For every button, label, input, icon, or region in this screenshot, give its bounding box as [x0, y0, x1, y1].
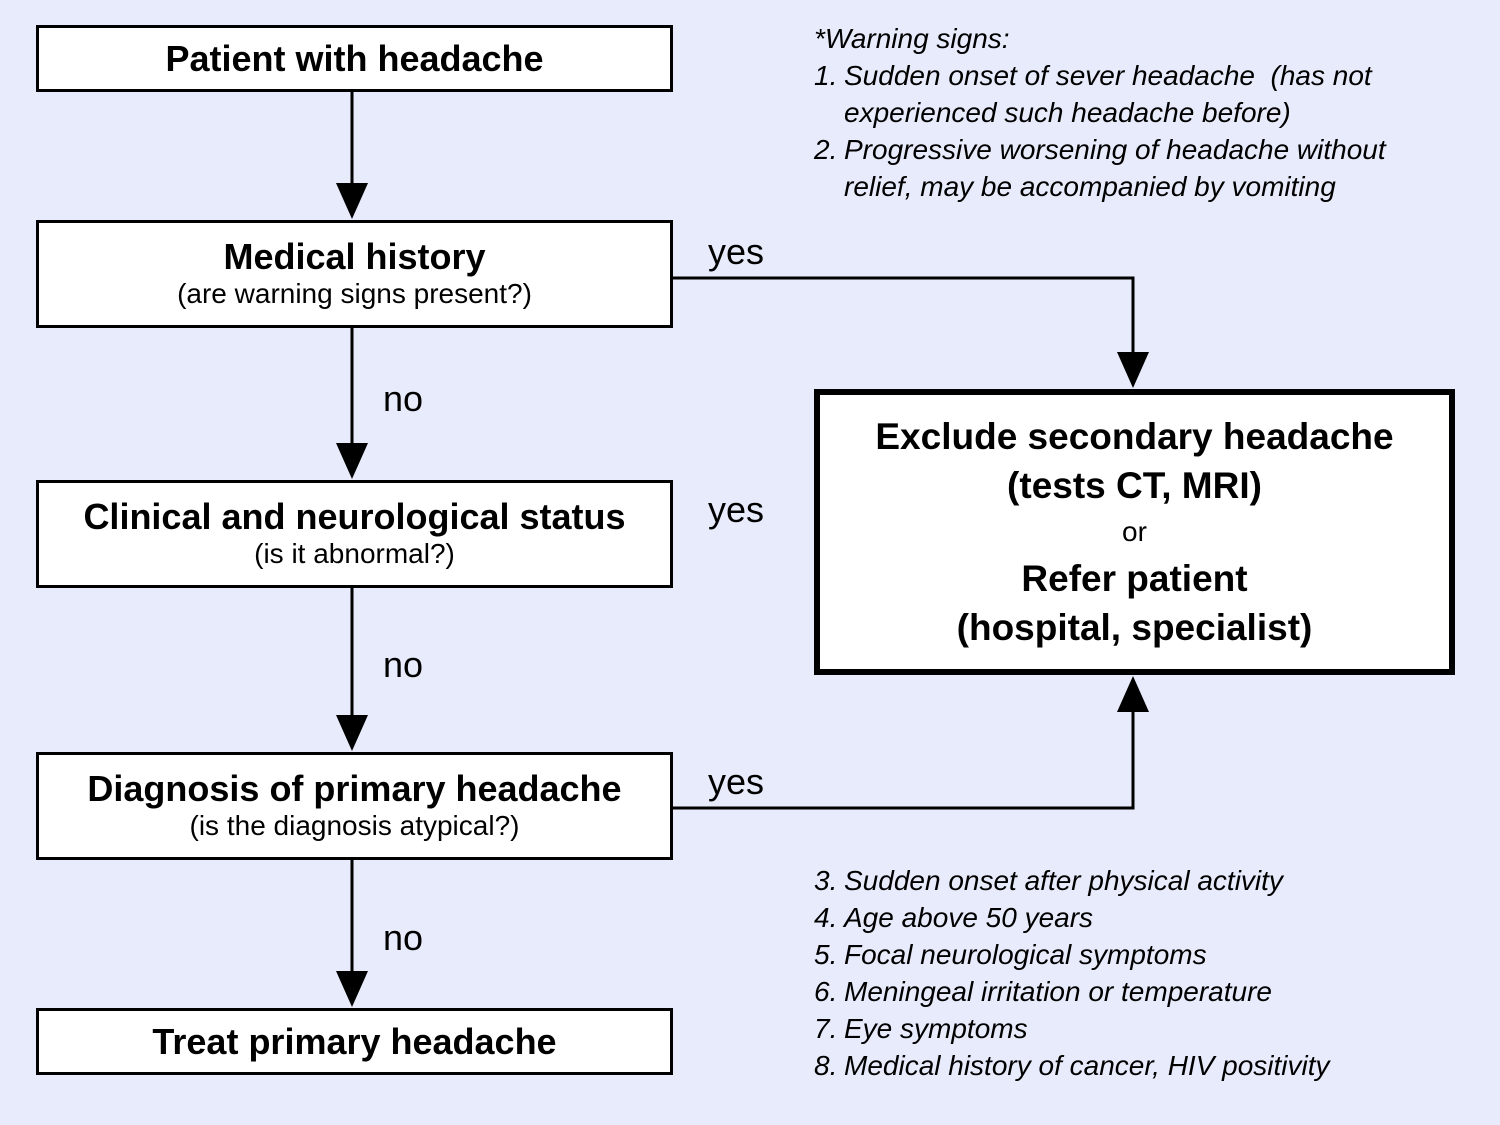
exclude-or: or [1122, 516, 1147, 547]
refer-destination: (hospital, specialist) [956, 607, 1313, 648]
warning-sign-number: 2. [814, 134, 838, 165]
node-patient-with-headache: Patient with headache [36, 25, 673, 92]
node-clinical-neurological-status: Clinical and neurological status (is it … [36, 480, 673, 588]
node-title: Treat primary headache [152, 1020, 557, 1062]
warning-sign-text: Sudden onset of sever headache (has not [844, 60, 1372, 91]
node-medical-history: Medical history (are warning signs prese… [36, 220, 673, 328]
node-title: Clinical and neurological status [83, 496, 626, 537]
warning-sign-item: 5.Focal neurological symptoms [814, 936, 1330, 973]
arrowhead-clinical [336, 443, 368, 479]
warning-sign-number: 5. [814, 939, 838, 970]
arrowhead-exclude-top [1117, 352, 1149, 388]
warning-sign-number: 6. [814, 976, 838, 1007]
warning-sign-item: 7.Eye symptoms [814, 1010, 1330, 1047]
edge-label-yes-history: yes [708, 231, 765, 272]
arrow-diagnosis-yes-to-exclude [673, 706, 1135, 810]
warning-sign-number: 3. [814, 865, 838, 896]
edge-label-no-history: no [383, 378, 424, 419]
warning-sign-text: Medical history of cancer, HIV positivit… [844, 1050, 1330, 1081]
node-question: (is the diagnosis atypical?) [189, 810, 520, 841]
node-exclude-secondary-headache: Exclude secondary headache (tests CT, MR… [814, 389, 1455, 675]
warning-sign-item: 4.Age above 50 years [814, 899, 1330, 936]
warning-signs-bottom: 3.Sudden onset after physical activity 4… [814, 862, 1330, 1084]
warning-sign-item: 6.Meningeal irritation or temperature [814, 973, 1330, 1010]
arrow-history-yes-to-exclude [673, 276, 1135, 358]
warning-sign-number: 8. [814, 1050, 838, 1081]
exclude-tests: (tests CT, MRI) [1007, 465, 1262, 506]
node-title: Diagnosis of primary headache [87, 768, 622, 809]
exclude-title: Exclude secondary headache [875, 416, 1394, 457]
warning-sign-item: 3.Sudden onset after physical activity [814, 862, 1330, 899]
arrowhead-treat [336, 971, 368, 1007]
warning-sign-text-cont: experienced such headache before) [844, 97, 1291, 128]
edge-label-yes-diagnosis: yes [708, 761, 765, 802]
node-question: (is it abnormal?) [254, 538, 455, 569]
arrowhead-exclude-bottom [1117, 676, 1149, 712]
edge-label-no-clinical: no [383, 644, 424, 685]
warning-sign-text: Focal neurological symptoms [844, 939, 1207, 970]
warning-sign-text: Sudden onset after physical activity [844, 865, 1283, 896]
warning-sign-item: 2.Progressive worsening of headache with… [814, 131, 1386, 205]
arrowhead-diagnosis [336, 715, 368, 751]
node-title: Medical history [223, 236, 486, 277]
warning-signs-top: *Warning signs: 1.Sudden onset of sever … [814, 20, 1386, 205]
edge-label-yes-clinical: yes [708, 489, 765, 530]
edge-label-no-diagnosis: no [383, 917, 424, 958]
warning-sign-number: 4. [814, 902, 838, 933]
arrowhead-history [336, 183, 368, 219]
warning-sign-number: 1. [814, 60, 838, 91]
node-title: Patient with headache [165, 37, 544, 79]
node-question: (are warning signs present?) [177, 278, 532, 309]
warning-sign-text-cont: relief, may be accompanied by vomiting [844, 171, 1336, 202]
node-treat-primary-headache: Treat primary headache [36, 1008, 673, 1075]
warning-sign-number: 7. [814, 1013, 838, 1044]
warning-sign-text: Eye symptoms [844, 1013, 1028, 1044]
warning-sign-text: Progressive worsening of headache withou… [844, 134, 1386, 165]
warning-sign-item: 1.Sudden onset of sever headache (has no… [814, 57, 1386, 131]
refer-title: Refer patient [1021, 558, 1248, 599]
node-diagnosis-primary-headache: Diagnosis of primary headache (is the di… [36, 752, 673, 860]
warning-sign-item: 8.Medical history of cancer, HIV positiv… [814, 1047, 1330, 1084]
warning-sign-text: Age above 50 years [844, 902, 1094, 933]
warning-signs-heading: *Warning signs: [814, 23, 1010, 54]
warning-sign-text: Meningeal irritation or temperature [844, 976, 1272, 1007]
